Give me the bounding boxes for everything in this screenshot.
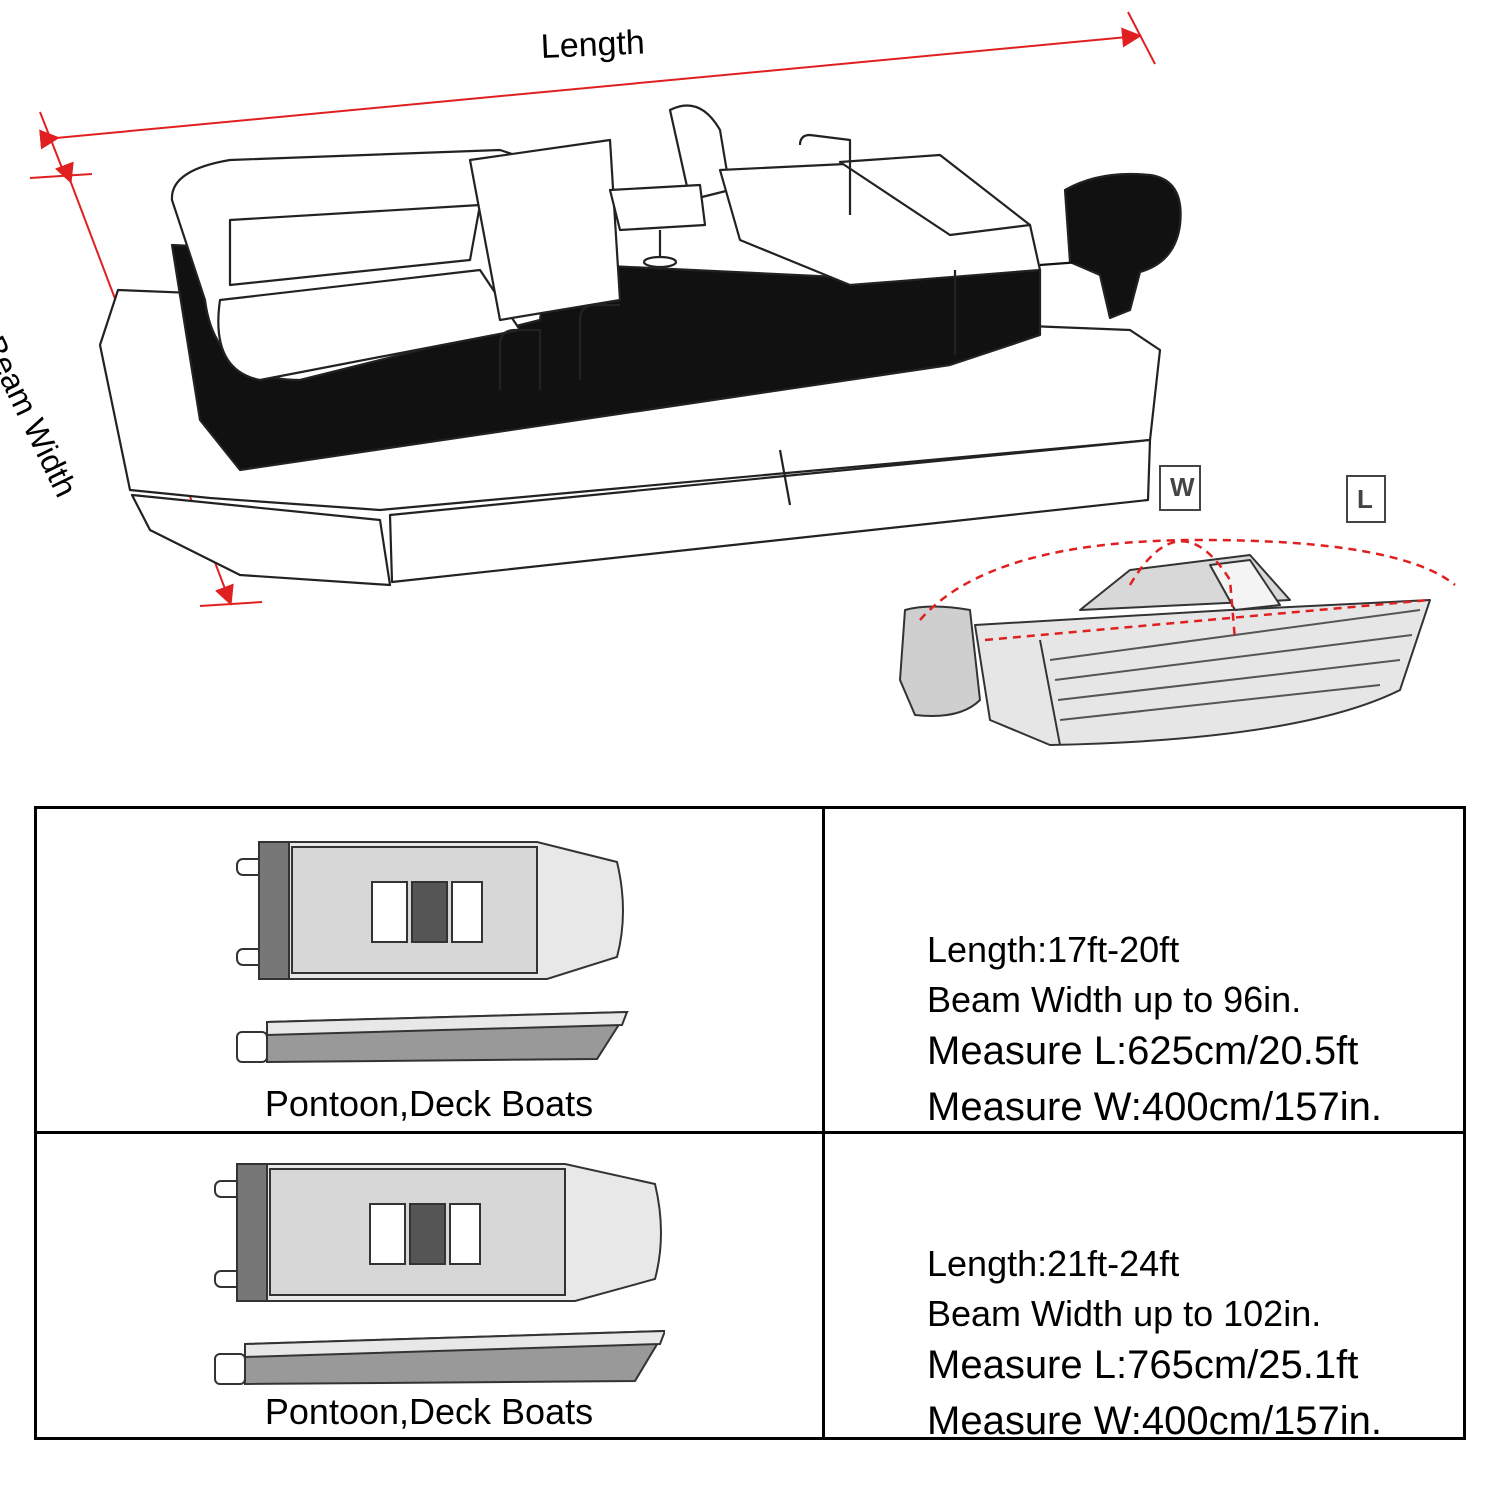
inset-w-label: W [1170,472,1195,502]
spec-lines: Length:21ft-24ft Beam Width up to 102in.… [927,1239,1382,1449]
table-row-divider [37,1131,1463,1134]
boat-type-label: Pontoon,Deck Boats [264,1391,594,1432]
measure-l: Measure L:765cm/25.1ft [927,1343,1359,1388]
inset-l-label: L [1357,484,1373,514]
beam-width-limit: Beam Width up to 102in. [927,1292,1322,1334]
beam-width-limit: Beam Width up to 96in. [927,978,1302,1020]
table-column-divider [822,809,825,1437]
measuring-boat-illustration [899,465,1456,746]
length-dimension-arrow [39,11,1156,169]
length-label: Length [540,23,646,66]
pontoon-top-view-icon [236,841,629,1064]
pontoon-boat-illustration [98,104,1182,587]
length-range: Length:21ft-24ft [927,1243,1180,1284]
size-spec-table: Pontoon,Deck Boats Length:17ft-20ft Beam… [34,806,1466,1443]
boat-type-label: Pontoon,Deck Boats [264,1083,594,1124]
measure-w: Measure W:400cm/157in. [927,1084,1383,1129]
hero-illustration [29,11,1456,746]
measure-w: Measure W:400cm/157in. [927,1398,1383,1443]
length-range: Length:17ft-20ft [927,929,1180,970]
pontoon-top-view-icon [214,1163,665,1386]
measure-l: Measure L:625cm/20.5ft [927,1029,1359,1074]
spec-lines: Length:17ft-20ft Beam Width up to 96in. … [927,925,1382,1135]
